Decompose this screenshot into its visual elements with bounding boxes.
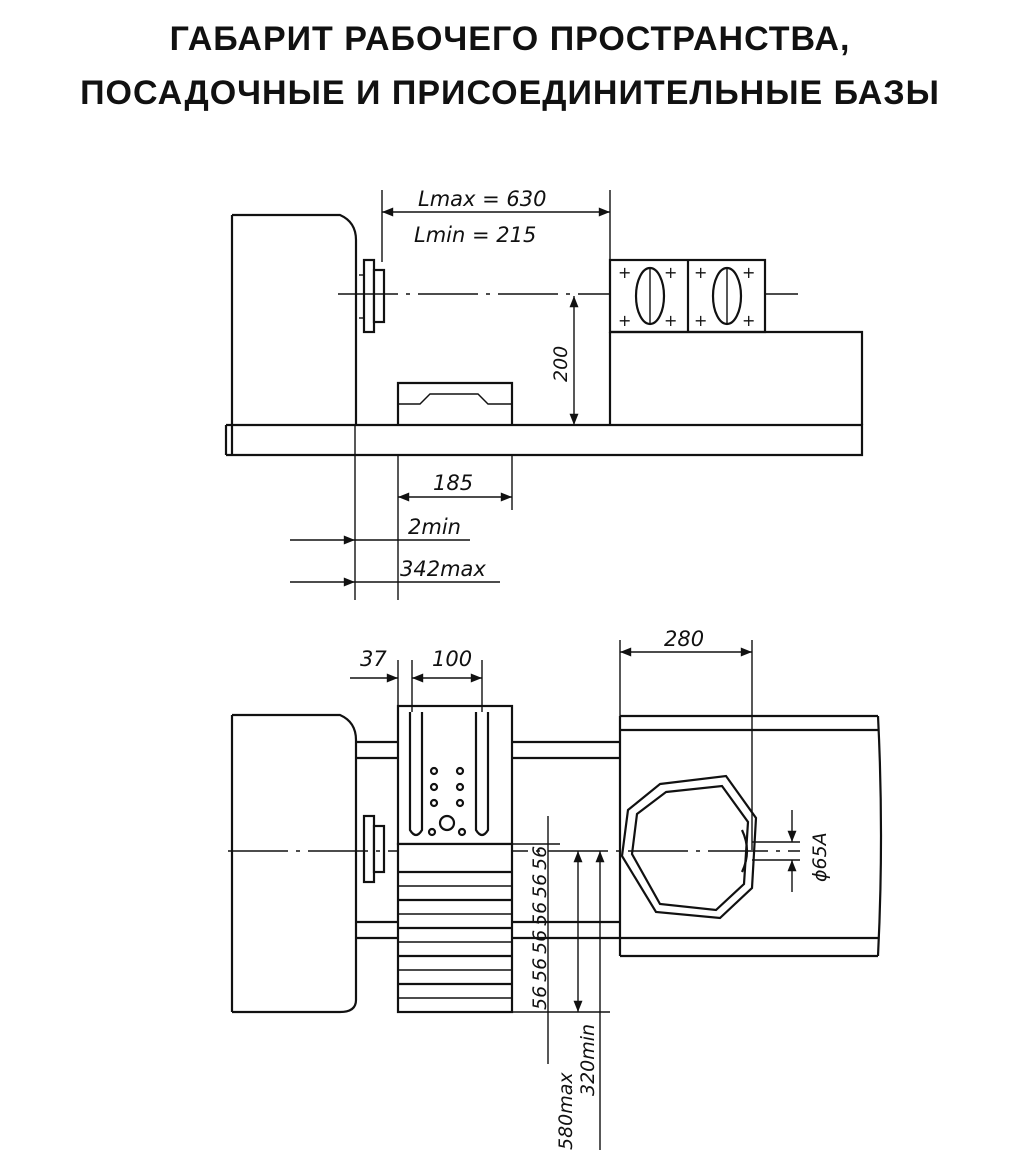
dim-580max: 580max	[555, 1072, 577, 1150]
headstock-body-plan	[232, 713, 358, 1014]
dim-280: 280	[664, 627, 704, 651]
svg-text:+: +	[664, 311, 677, 330]
dim-320min: 320min	[577, 1024, 599, 1096]
dim-2min: 2min	[408, 515, 461, 539]
svg-text:+: +	[742, 311, 755, 330]
spindle-flange-plan	[362, 814, 386, 884]
dim-56-3: 56	[529, 902, 551, 926]
bottom-view: 37 100 280 ϕ65A 56 56 56 56 56 56 580max…	[228, 627, 883, 1150]
svg-text:+: +	[694, 263, 707, 282]
dim-56-2: 56	[529, 874, 551, 898]
top-view: + + + + + + + + Lmax = 630 Lmin = 215 20…	[224, 187, 864, 600]
dim-185: 185	[433, 471, 473, 495]
hexagon-turret	[620, 774, 758, 920]
dim-lmin: Lmin = 215	[414, 223, 536, 247]
dim-56-5: 56	[529, 958, 551, 982]
dim-56-6: 56	[529, 986, 551, 1010]
diagram-title-line-2: ПОСАДОЧНЫЕ И ПРИСОЕДИНИТЕЛЬНЫЕ БАЗЫ	[80, 74, 940, 112]
svg-text:+: +	[664, 263, 677, 282]
dim-100: 100	[432, 647, 472, 671]
svg-text:+: +	[618, 311, 631, 330]
headstock-body	[232, 213, 358, 425]
dim-56-1: 56	[529, 846, 551, 870]
dim-200: 200	[550, 346, 572, 382]
svg-text:+: +	[694, 311, 707, 330]
svg-text:+: +	[618, 263, 631, 282]
dim-phi65a: ϕ65A	[809, 832, 831, 882]
dim-56-4: 56	[529, 930, 551, 954]
tool-housing	[618, 714, 883, 958]
cross-slide	[610, 330, 864, 425]
carriage-block	[396, 381, 514, 425]
tool-head-block: + + + + + + + +	[608, 258, 767, 334]
spindle-flange	[359, 258, 386, 334]
dim-342max: 342max	[400, 557, 486, 581]
t-slot-table	[396, 842, 514, 1014]
diagram-title-line-1: ГАБАРИТ РАБОЧЕГО ПРОСТРАНСТВА,	[169, 20, 851, 58]
svg-text:+: +	[742, 263, 755, 282]
machine-bed	[226, 423, 864, 457]
dim-37: 37	[360, 647, 387, 671]
dim-lmax: Lmax = 630	[418, 187, 546, 211]
